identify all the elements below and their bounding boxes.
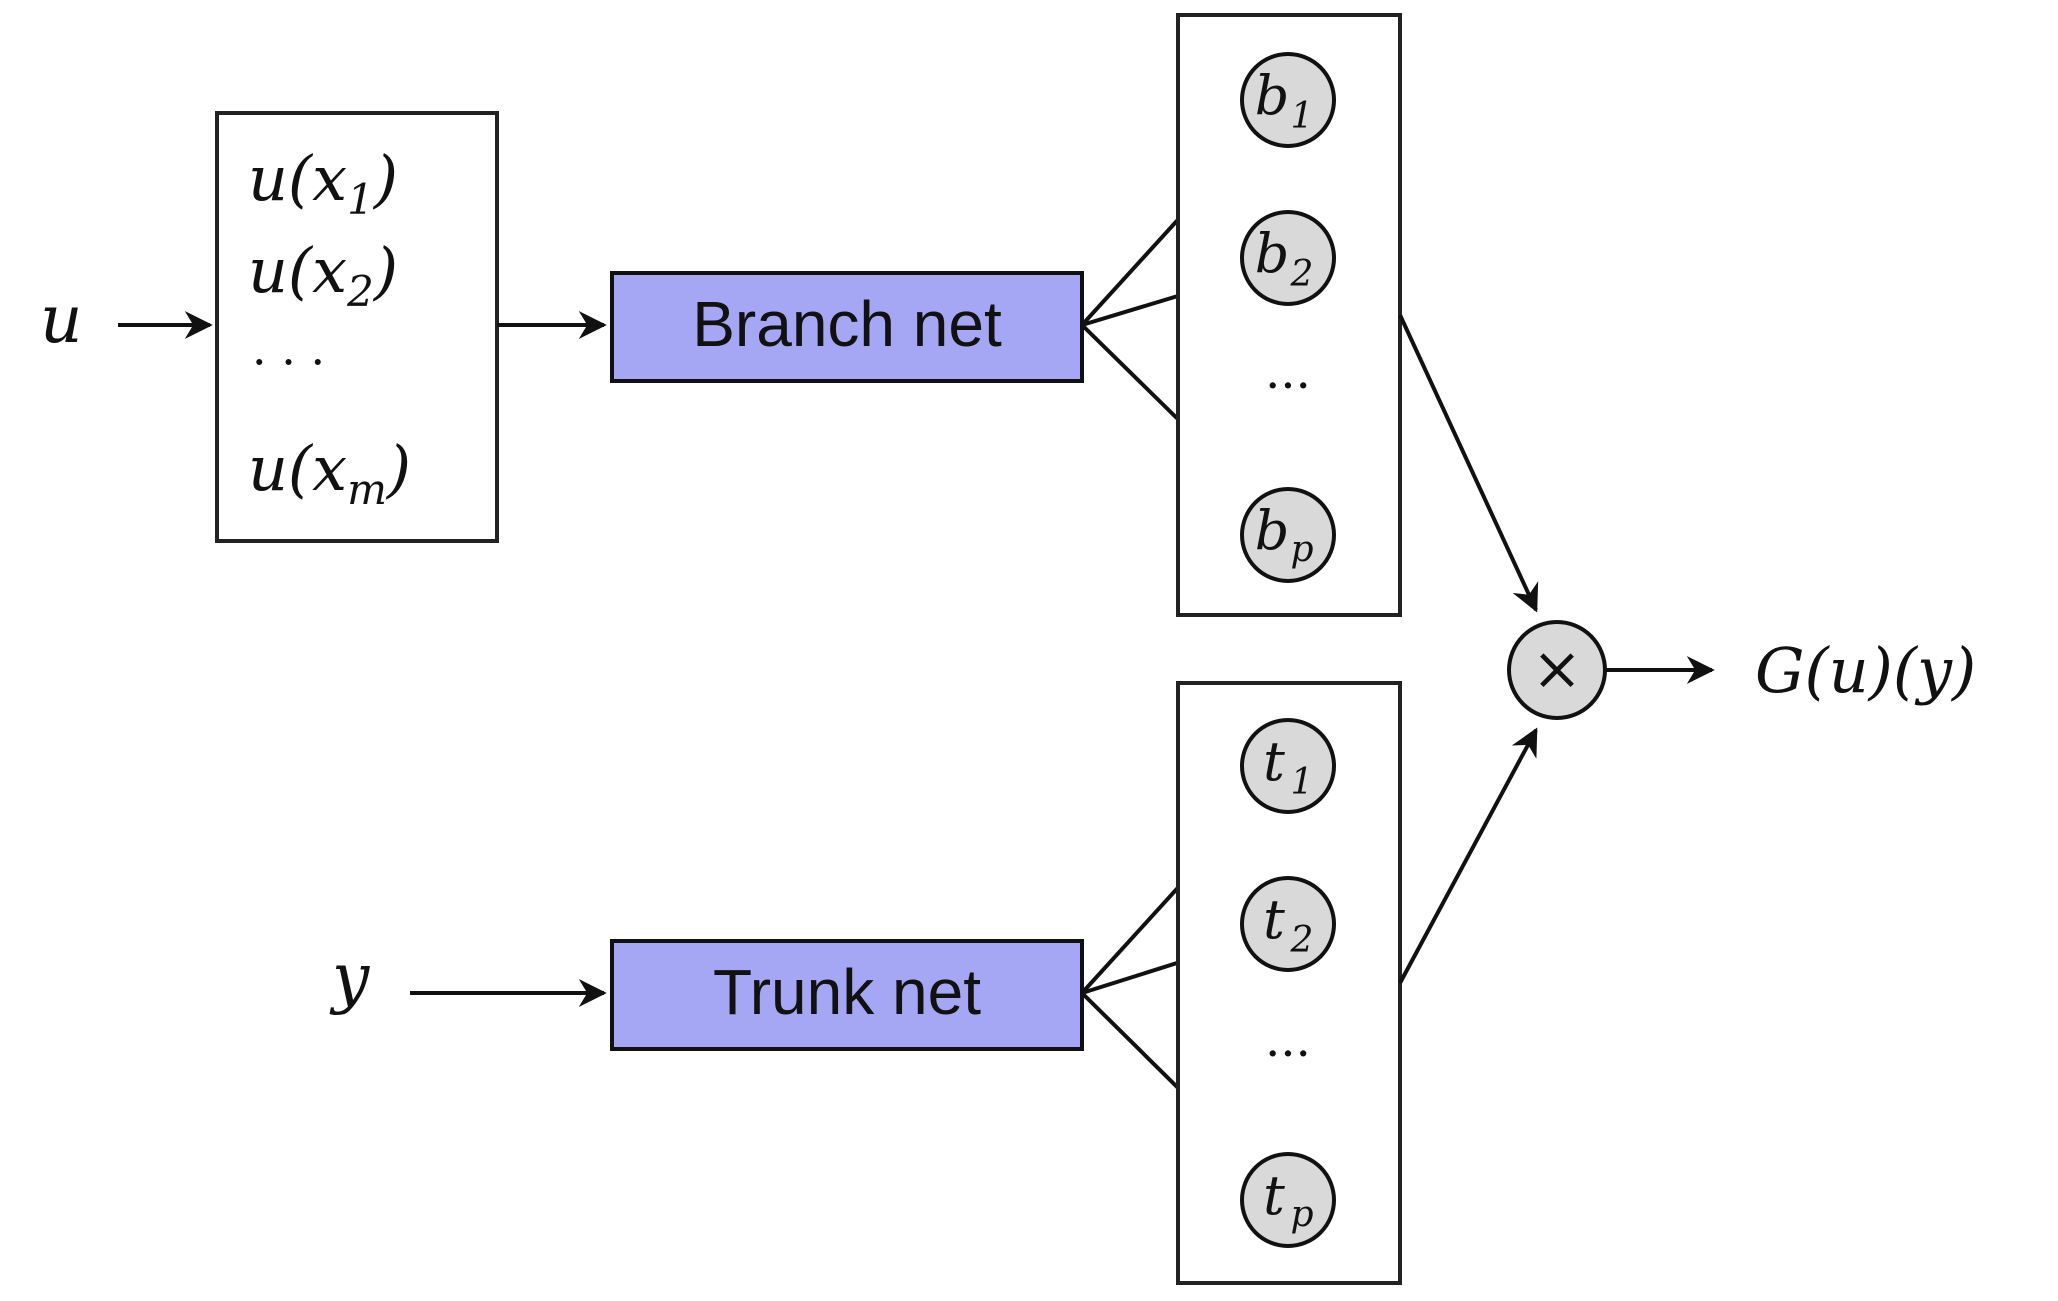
sensor-ellipsis: · · · [252,335,325,389]
trunk-output-node-t1: t 1 [1240,718,1336,814]
svg-text:· · ·: · · · [252,335,325,389]
branch-output-node-bp: b p [1240,487,1336,583]
sensor-row: u(x2) [248,234,398,316]
svg-text:t: t [1263,888,1285,951]
input-u-label: u [40,281,83,358]
multiply-icon: × [1532,634,1582,704]
svg-text:1: 1 [1291,96,1314,137]
trunk-output-node-t2: t 2 [1240,876,1336,972]
branch-net-label: Branch net [692,288,1002,360]
arrow-trunk-outputs-to-product [1398,727,1538,984]
svg-text:u(x2): u(x2) [248,234,398,316]
branch-output-ellipsis: ··· [1265,358,1311,414]
svg-text:t: t [1263,1164,1285,1227]
svg-text:1: 1 [1291,762,1314,803]
svg-text:b: b [1255,499,1290,562]
sensor-box [215,111,499,543]
sensor-row: u(xm) [248,432,411,514]
branch-output-node-b2: b 2 [1240,210,1336,306]
trunk-output-node-tp: t p [1240,1152,1336,1248]
trunk-net-box [610,939,1084,1051]
svg-text:2: 2 [1290,920,1314,961]
svg-text:p: p [1290,1194,1313,1235]
branch-output-node-b1: b 1 [1240,52,1336,148]
svg-text:b: b [1255,222,1290,285]
svg-text:u(x1): u(x1) [248,142,398,224]
svg-text:b: b [1255,64,1290,127]
svg-text:u(xm): u(xm) [248,432,411,514]
svg-text:2: 2 [1290,254,1314,295]
svg-text:p: p [1290,529,1313,570]
branch-net-box [610,271,1084,383]
input-y-label: y [329,939,370,1016]
trunk-net-label: Trunk net [713,956,981,1028]
svg-text:t: t [1263,730,1285,793]
sensor-row: u(x1) [248,142,398,224]
trunk-output-ellipsis: ··· [1265,1026,1311,1082]
output-label: G(u)(y) [1755,634,1976,707]
arrow-branch-outputs-to-product [1398,314,1539,613]
product-node: × [1507,620,1607,720]
